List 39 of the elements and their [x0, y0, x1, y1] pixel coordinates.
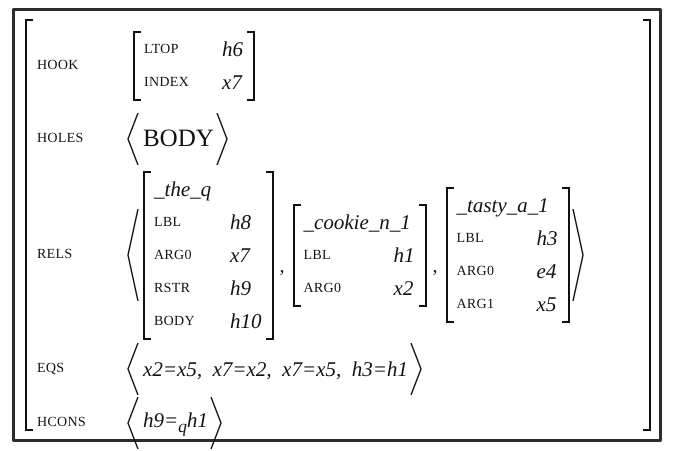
feature-value: x5 — [536, 291, 558, 318]
feature-value: h10 — [230, 308, 262, 334]
feature-name: LBL — [456, 230, 485, 248]
relation-name: _cookie_n_1 — [304, 208, 412, 236]
feature-value: BODY — [143, 125, 214, 153]
feature-value: x7 — [230, 242, 252, 268]
feature-name: RELS — [37, 247, 72, 263]
feature-value: x2 — [394, 274, 414, 302]
feature-name: ARG1 — [456, 296, 496, 314]
feature-name: LBL — [304, 246, 332, 264]
feature-name: INDEX — [144, 74, 190, 92]
comma: , — [432, 254, 438, 278]
attribute-matrix — [143, 170, 274, 340]
feature-name: HCONS — [37, 415, 86, 431]
feature-name: ARG0 — [456, 263, 496, 281]
attribute-matrix — [446, 187, 570, 323]
feature-value: h6 — [222, 36, 243, 63]
attribute-matrix — [292, 204, 426, 306]
feature-value: h1 — [394, 242, 414, 268]
feature-name: ARG0 — [304, 280, 342, 298]
attribute-matrix — [133, 31, 255, 101]
feature-name: HOOK — [37, 58, 79, 74]
feature-value: e4 — [536, 258, 558, 285]
feature-name: LTOP — [144, 41, 180, 59]
relation-name: _the_q — [154, 176, 212, 202]
relation-name: _tasty_a_1 — [456, 192, 550, 219]
feature-name: BODY — [154, 312, 196, 330]
feature-value: h9=$_{q}$h1 — [143, 408, 208, 438]
comma: , — [280, 254, 284, 278]
feature-name: ARG0 — [154, 246, 193, 264]
feature-value: h9 — [230, 274, 252, 302]
feature-value: x2=x5, x7=x2, x7=x5, h3=h1 — [143, 356, 408, 382]
feature-name: EQS — [37, 361, 64, 377]
feature-value: h3 — [536, 225, 558, 252]
feature-value: h8 — [230, 208, 252, 236]
feature-name: HOLES — [37, 131, 84, 147]
feature-name: RSTR — [154, 280, 192, 298]
feature-value: x7 — [222, 69, 243, 96]
feature-name: LBL — [154, 214, 182, 232]
